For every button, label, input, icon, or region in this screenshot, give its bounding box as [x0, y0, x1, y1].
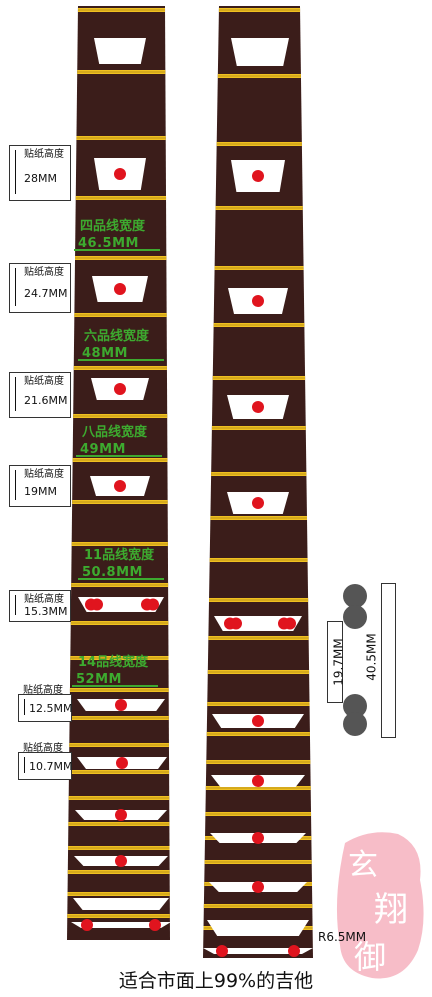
fret-width-value: 46.5MM — [78, 236, 139, 251]
sticker-height-label: 贴纸高度 — [24, 267, 64, 278]
position-dot — [116, 757, 128, 769]
position-dot — [252, 401, 264, 413]
position-dot — [91, 598, 103, 611]
height-arrow — [24, 757, 25, 773]
position-dot — [284, 617, 296, 630]
fret-width-arrow — [78, 359, 164, 361]
fret-width-label: 六品线宽度 — [84, 329, 150, 344]
fret-width-value: 49MM — [80, 442, 126, 457]
fret-width-arrow — [74, 249, 160, 251]
position-dot — [115, 699, 127, 711]
sticker-height-label: 贴纸高度 — [24, 376, 64, 387]
fretboard-right — [203, 6, 313, 958]
position-dot — [252, 832, 264, 844]
fret-width-label: 11品线宽度 — [84, 548, 155, 563]
position-dot — [147, 598, 159, 611]
dimension-box-outer — [381, 583, 396, 738]
sticker-height-callout: 贴纸高度 10.7MM — [18, 743, 73, 780]
fret-width-arrow — [78, 578, 164, 580]
height-arrow — [15, 470, 16, 500]
sticker-height-value: 24.7MM — [24, 287, 68, 300]
inlay-sticker — [71, 922, 171, 928]
fretboard-left — [67, 6, 171, 940]
position-dot — [114, 480, 126, 492]
position-dot — [252, 881, 264, 893]
position-dot — [230, 617, 242, 630]
stamp-text: 玄 翔 御 — [348, 848, 408, 976]
height-arrow — [24, 699, 25, 715]
sticker-height-label: 贴纸高度 — [24, 594, 64, 605]
sticker-height-value: 19MM — [24, 485, 57, 498]
sticker-height-label: 贴纸高度 — [24, 149, 64, 160]
height-arrow — [15, 150, 16, 194]
position-dot — [252, 170, 264, 182]
fret-width-arrow — [76, 455, 162, 457]
position-dot — [288, 945, 300, 957]
sticker-height-callout: 贴纸高度 28MM — [9, 145, 71, 201]
position-dot — [216, 945, 228, 957]
spacer-graphic — [343, 584, 367, 736]
fret-width-label: 四品线宽度 — [80, 219, 146, 234]
outer-dimension-label: 40.5MM — [364, 633, 379, 681]
sticker-height-value: 28MM — [24, 172, 57, 185]
inlay-sticker — [94, 38, 146, 64]
fret-width-value: 52MM — [76, 672, 122, 687]
position-dot — [115, 855, 127, 867]
sticker-height-value: 15.3MM — [24, 605, 68, 618]
sticker-height-callout: 贴纸高度 19MM — [9, 465, 71, 507]
height-arrow — [15, 377, 16, 411]
radius-label: R6.5MM — [318, 930, 367, 944]
position-dot — [115, 809, 127, 821]
sticker-height-label: 贴纸高度 — [24, 469, 64, 480]
inner-dimension-label: 19.7MM — [331, 638, 346, 686]
height-arrow — [15, 595, 16, 615]
sticker-height-callout: 贴纸高度 12.5MM — [18, 685, 73, 722]
inlay-sticker — [73, 898, 169, 910]
fret-width-value: 50.8MM — [82, 565, 143, 580]
dimension-box-inner — [327, 621, 343, 703]
position-dot — [114, 168, 126, 180]
sticker-height-label: 贴纸高度 — [23, 743, 63, 754]
sticker-height-callout: 贴纸高度 24.7MM — [9, 263, 71, 313]
caption: 适合市面上99%的吉他 — [118, 970, 314, 992]
position-dot — [114, 383, 126, 395]
fret-width-arrow — [72, 685, 158, 687]
inlay-sticker — [203, 948, 313, 954]
sticker-height-callout: 贴纸高度 21.6MM — [9, 372, 71, 418]
fret-width-label: 八品线宽度 — [82, 425, 148, 440]
position-dot — [252, 295, 264, 307]
seal-stamp — [336, 832, 424, 979]
inlay-sticker — [207, 920, 309, 936]
position-dot — [252, 775, 264, 787]
inlay-sticker — [231, 38, 289, 66]
sticker-height-label: 贴纸高度 — [23, 685, 63, 696]
height-arrow — [15, 268, 16, 306]
position-dot — [114, 283, 126, 295]
position-dot — [252, 715, 264, 727]
fret-width-value: 48MM — [82, 346, 128, 361]
position-dot — [149, 919, 161, 931]
sticker-height-value: 12.5MM — [29, 702, 73, 715]
fret-width-label: 14品线宽度 — [78, 655, 149, 670]
sticker-height-value: 21.6MM — [24, 394, 68, 407]
sticker-height-value: 10.7MM — [29, 760, 73, 773]
position-dot — [252, 497, 264, 509]
position-dot — [81, 919, 93, 931]
